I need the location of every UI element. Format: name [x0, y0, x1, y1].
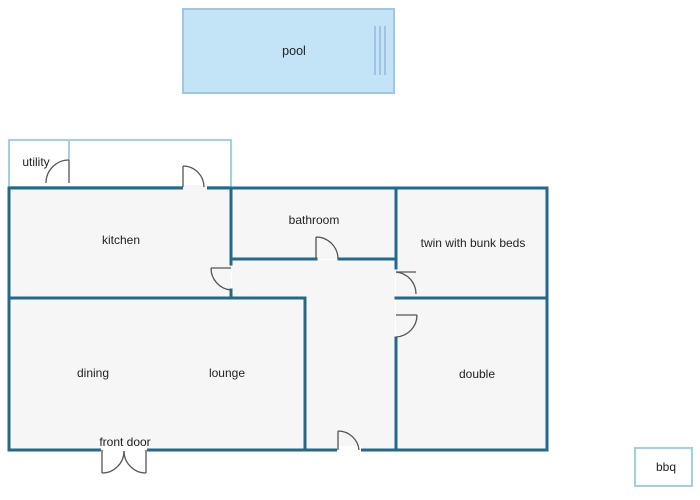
double-door [395, 314, 418, 338]
utility-area: utility [8, 139, 232, 188]
pool-label: pool [282, 44, 306, 58]
front-door-opening [101, 446, 147, 454]
interior-openings [183, 185, 207, 191]
utility-label: utility [22, 155, 49, 169]
hall-exit-door [337, 430, 360, 451]
room-fills [9, 188, 547, 450]
room-labels: kitchen bathroom twin with bunk beds din… [77, 213, 525, 449]
outer-wall [7, 186, 549, 452]
front-door-swing [101, 450, 147, 474]
kitchen-door-opening [183, 185, 207, 191]
pool: pool [182, 8, 395, 94]
bbq-outline [634, 447, 693, 487]
kitchen-hall-door [210, 267, 232, 291]
lounge-label: lounge [209, 366, 245, 380]
bathroom-label: bathroom [289, 213, 340, 227]
dining-label: dining [77, 366, 109, 380]
front-door-label: front door [99, 435, 150, 449]
twin-room-label: twin with bunk beds [421, 236, 526, 250]
pool-basin [182, 8, 395, 94]
walls [7, 186, 549, 452]
kitchen-exterior-door [182, 165, 205, 188]
double-room-label: double [459, 367, 495, 381]
dining-lounge-room [9, 298, 305, 450]
twin-door [395, 271, 417, 295]
bathroom-door [315, 236, 339, 260]
double-room [396, 298, 547, 450]
bbq: bbq [634, 447, 693, 487]
kitchen-room [9, 188, 231, 298]
doors [45, 159, 418, 474]
utility-door [45, 159, 70, 184]
bathroom-room [232, 188, 395, 259]
kitchen-label: kitchen [102, 233, 140, 247]
hall-exit-opening [337, 446, 361, 454]
wall-openings [101, 446, 361, 454]
twin-room [396, 188, 547, 298]
bbq-label: bbq [656, 460, 676, 474]
